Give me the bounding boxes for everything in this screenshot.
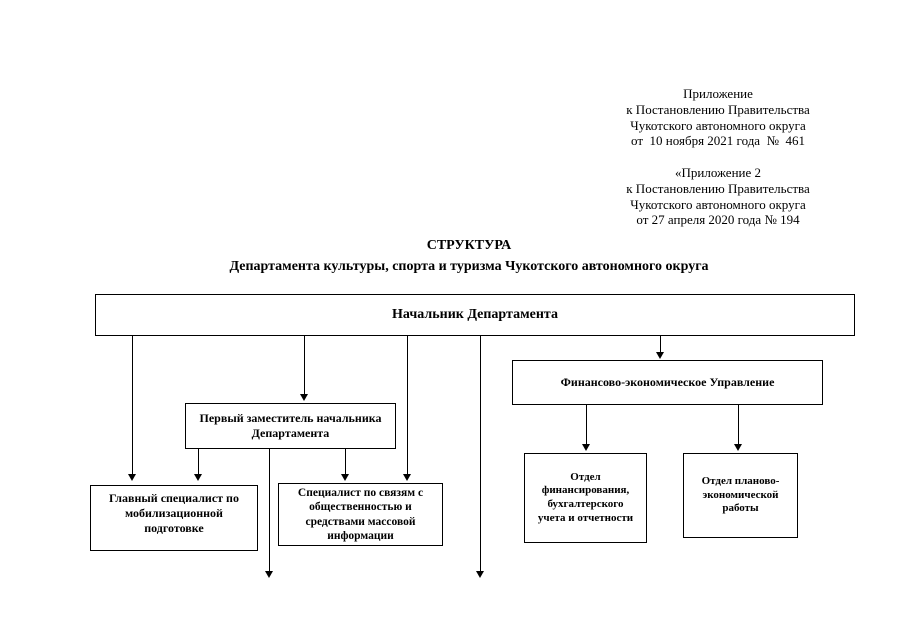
org-node-chief-mob-specialist: Главный специалист по мобилизационной по…: [90, 485, 258, 551]
page-title: СТРУКТУРА Департамента культуры, спорта …: [229, 238, 709, 274]
connector-finecon-to-planning-line: [738, 405, 739, 444]
connector-head-to-first-deputy-arrow-icon: [300, 394, 308, 401]
org-node-planning-econ-div: Отдел планово- экономической работы: [683, 453, 798, 538]
connector-finecon-to-accounting-line: [586, 405, 587, 444]
connector-head-down-line: [480, 336, 481, 571]
connector-deputy-to-pr-media-line: [345, 449, 346, 474]
connector-head-to-chief-mob-arrow-icon: [128, 474, 136, 481]
legal-annotation: Приложение к Постановлению Правительства…: [626, 86, 810, 228]
org-node-head: Начальник Департамента: [95, 294, 855, 336]
connector-head-to-fin-econ-line: [660, 336, 661, 352]
connector-deputy-to-chief-mob-arrow-icon: [194, 474, 202, 481]
connector-head-to-first-deputy-line: [304, 336, 305, 394]
org-node-fin-econ-dept: Финансово-экономическое Управление: [512, 360, 823, 405]
connector-deputy-to-pr-media-arrow-icon: [341, 474, 349, 481]
org-node-pr-media-specialist: Специалист по связям с общественностью и…: [278, 483, 443, 546]
connector-head-down-arrow-icon: [476, 571, 484, 578]
connector-deputy-to-chief-mob-line: [198, 449, 199, 474]
connector-head-to-fin-econ-arrow-icon: [656, 352, 664, 359]
org-node-first-deputy: Первый заместитель начальника Департамен…: [185, 403, 396, 449]
connector-head-to-pr-media-line: [407, 336, 408, 474]
connector-finecon-to-accounting-arrow-icon: [582, 444, 590, 451]
connector-finecon-to-planning-arrow-icon: [734, 444, 742, 451]
org-node-finance-accounting-div: Отдел финансирования, бухгалтерского уче…: [524, 453, 647, 543]
connector-deputy-down-arrow-icon: [265, 571, 273, 578]
connector-head-to-pr-media-arrow-icon: [403, 474, 411, 481]
connector-head-to-chief-mob-line: [132, 336, 133, 474]
connector-deputy-down-line: [269, 449, 270, 571]
